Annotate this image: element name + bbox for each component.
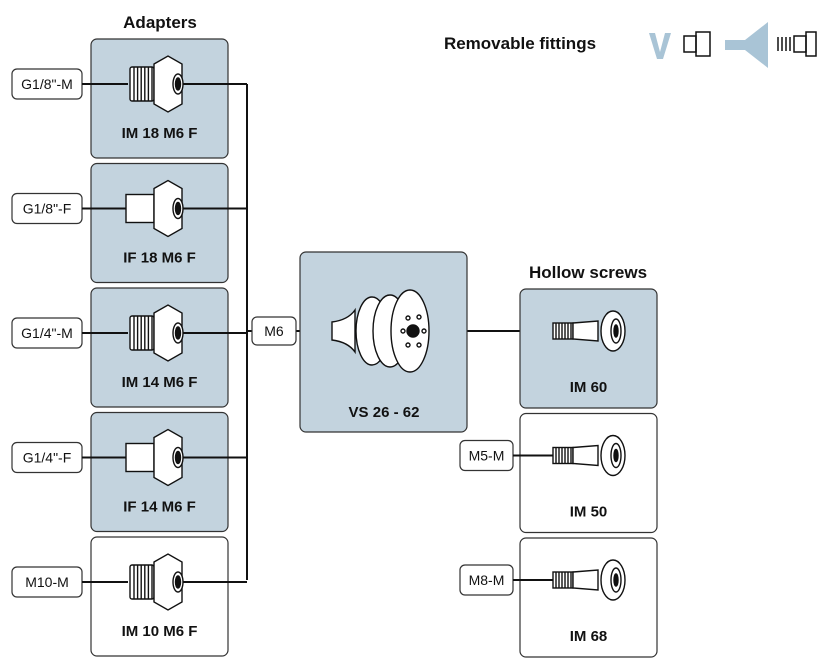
v-icon <box>649 33 671 59</box>
hollow-screws-heading: Hollow screws <box>529 263 647 282</box>
connector-label: M8-M <box>469 572 505 588</box>
connector-label: M5-M <box>469 448 505 464</box>
adapter-card[interactable]: G1/8"-F IF 18 M6 F <box>11 162 247 284</box>
adapter-label: IF 14 M6 F <box>123 499 196 516</box>
connector-label: G1/8"-M <box>21 76 73 92</box>
adapter-label: IM 10 M6 F <box>122 623 198 640</box>
male-adapter-icon <box>129 55 184 113</box>
connector-tag: G1/4"-F <box>11 441 83 474</box>
suction-cup-card[interactable]: VS 26 - 62 <box>299 251 468 433</box>
connector-label: G1/8"-F <box>23 201 72 217</box>
hollow-screw-icon <box>552 559 626 601</box>
hollow-screw-column: IM 60 M5-M IM 50 M8-M IM 68 <box>459 288 658 658</box>
adapter-card[interactable]: G1/4"-F IF 14 M6 F <box>11 411 247 533</box>
connector-tag: G1/8"-M <box>11 68 83 100</box>
hollow-screw-card[interactable]: M8-M IM 68 <box>459 537 658 658</box>
hollow-screw-label: IM 68 <box>570 628 608 645</box>
hollow-screw-card[interactable]: IM 60 <box>519 288 658 409</box>
adapter-card[interactable]: G1/4"-M IM 14 M6 F <box>11 287 247 408</box>
hollow-screw-card[interactable]: M5-M IM 50 <box>459 412 658 534</box>
thread-fitting-icon <box>777 31 817 57</box>
adapter-column: G1/8"-M IM 18 M6 F G1/8"-F IF 18 M6 F G1/4"-… <box>11 38 247 657</box>
hollow-screw-icon <box>552 434 626 477</box>
connector-tag: M8-M <box>459 564 514 596</box>
connector-tag: G1/4"-M <box>11 317 83 349</box>
female-adapter-icon <box>125 179 184 238</box>
male-adapter-icon <box>129 304 184 362</box>
connector-tag: M5-M <box>459 439 514 472</box>
connector-tag: M10-M <box>11 566 83 598</box>
m6-tag: M6 <box>251 316 297 346</box>
connector-label: G1/4"-F <box>23 450 72 466</box>
adapter-label: IF 18 M6 F <box>123 250 196 267</box>
adapter-label: IM 18 M6 F <box>122 125 198 142</box>
connector-tag: G1/8"-F <box>11 192 83 225</box>
m6-tag-label: M6 <box>264 323 284 339</box>
cup-fitting-icon <box>683 31 711 57</box>
adapters-heading: Adapters <box>123 13 197 32</box>
adapter-card[interactable]: M10-M IM 10 M6 F <box>11 536 247 657</box>
connector-label: G1/4"-M <box>21 325 73 341</box>
female-adapter-icon <box>125 428 184 487</box>
suction-cup-label: VS 26 - 62 <box>349 404 420 421</box>
hollow-screw-label: IM 50 <box>570 504 608 521</box>
bellows-cup-icon <box>331 289 430 373</box>
adapter-card[interactable]: G1/8"-M IM 18 M6 F <box>11 38 247 159</box>
hollow-screw-label: IM 60 <box>570 379 608 396</box>
removable-fittings-heading: Removable fittings <box>444 34 596 53</box>
hollow-screw-icon <box>552 310 626 352</box>
male-adapter-icon <box>129 553 184 611</box>
connector-label: M10-M <box>25 574 69 590</box>
funnel-icon <box>725 22 768 68</box>
adapter-label: IM 14 M6 F <box>122 374 198 391</box>
